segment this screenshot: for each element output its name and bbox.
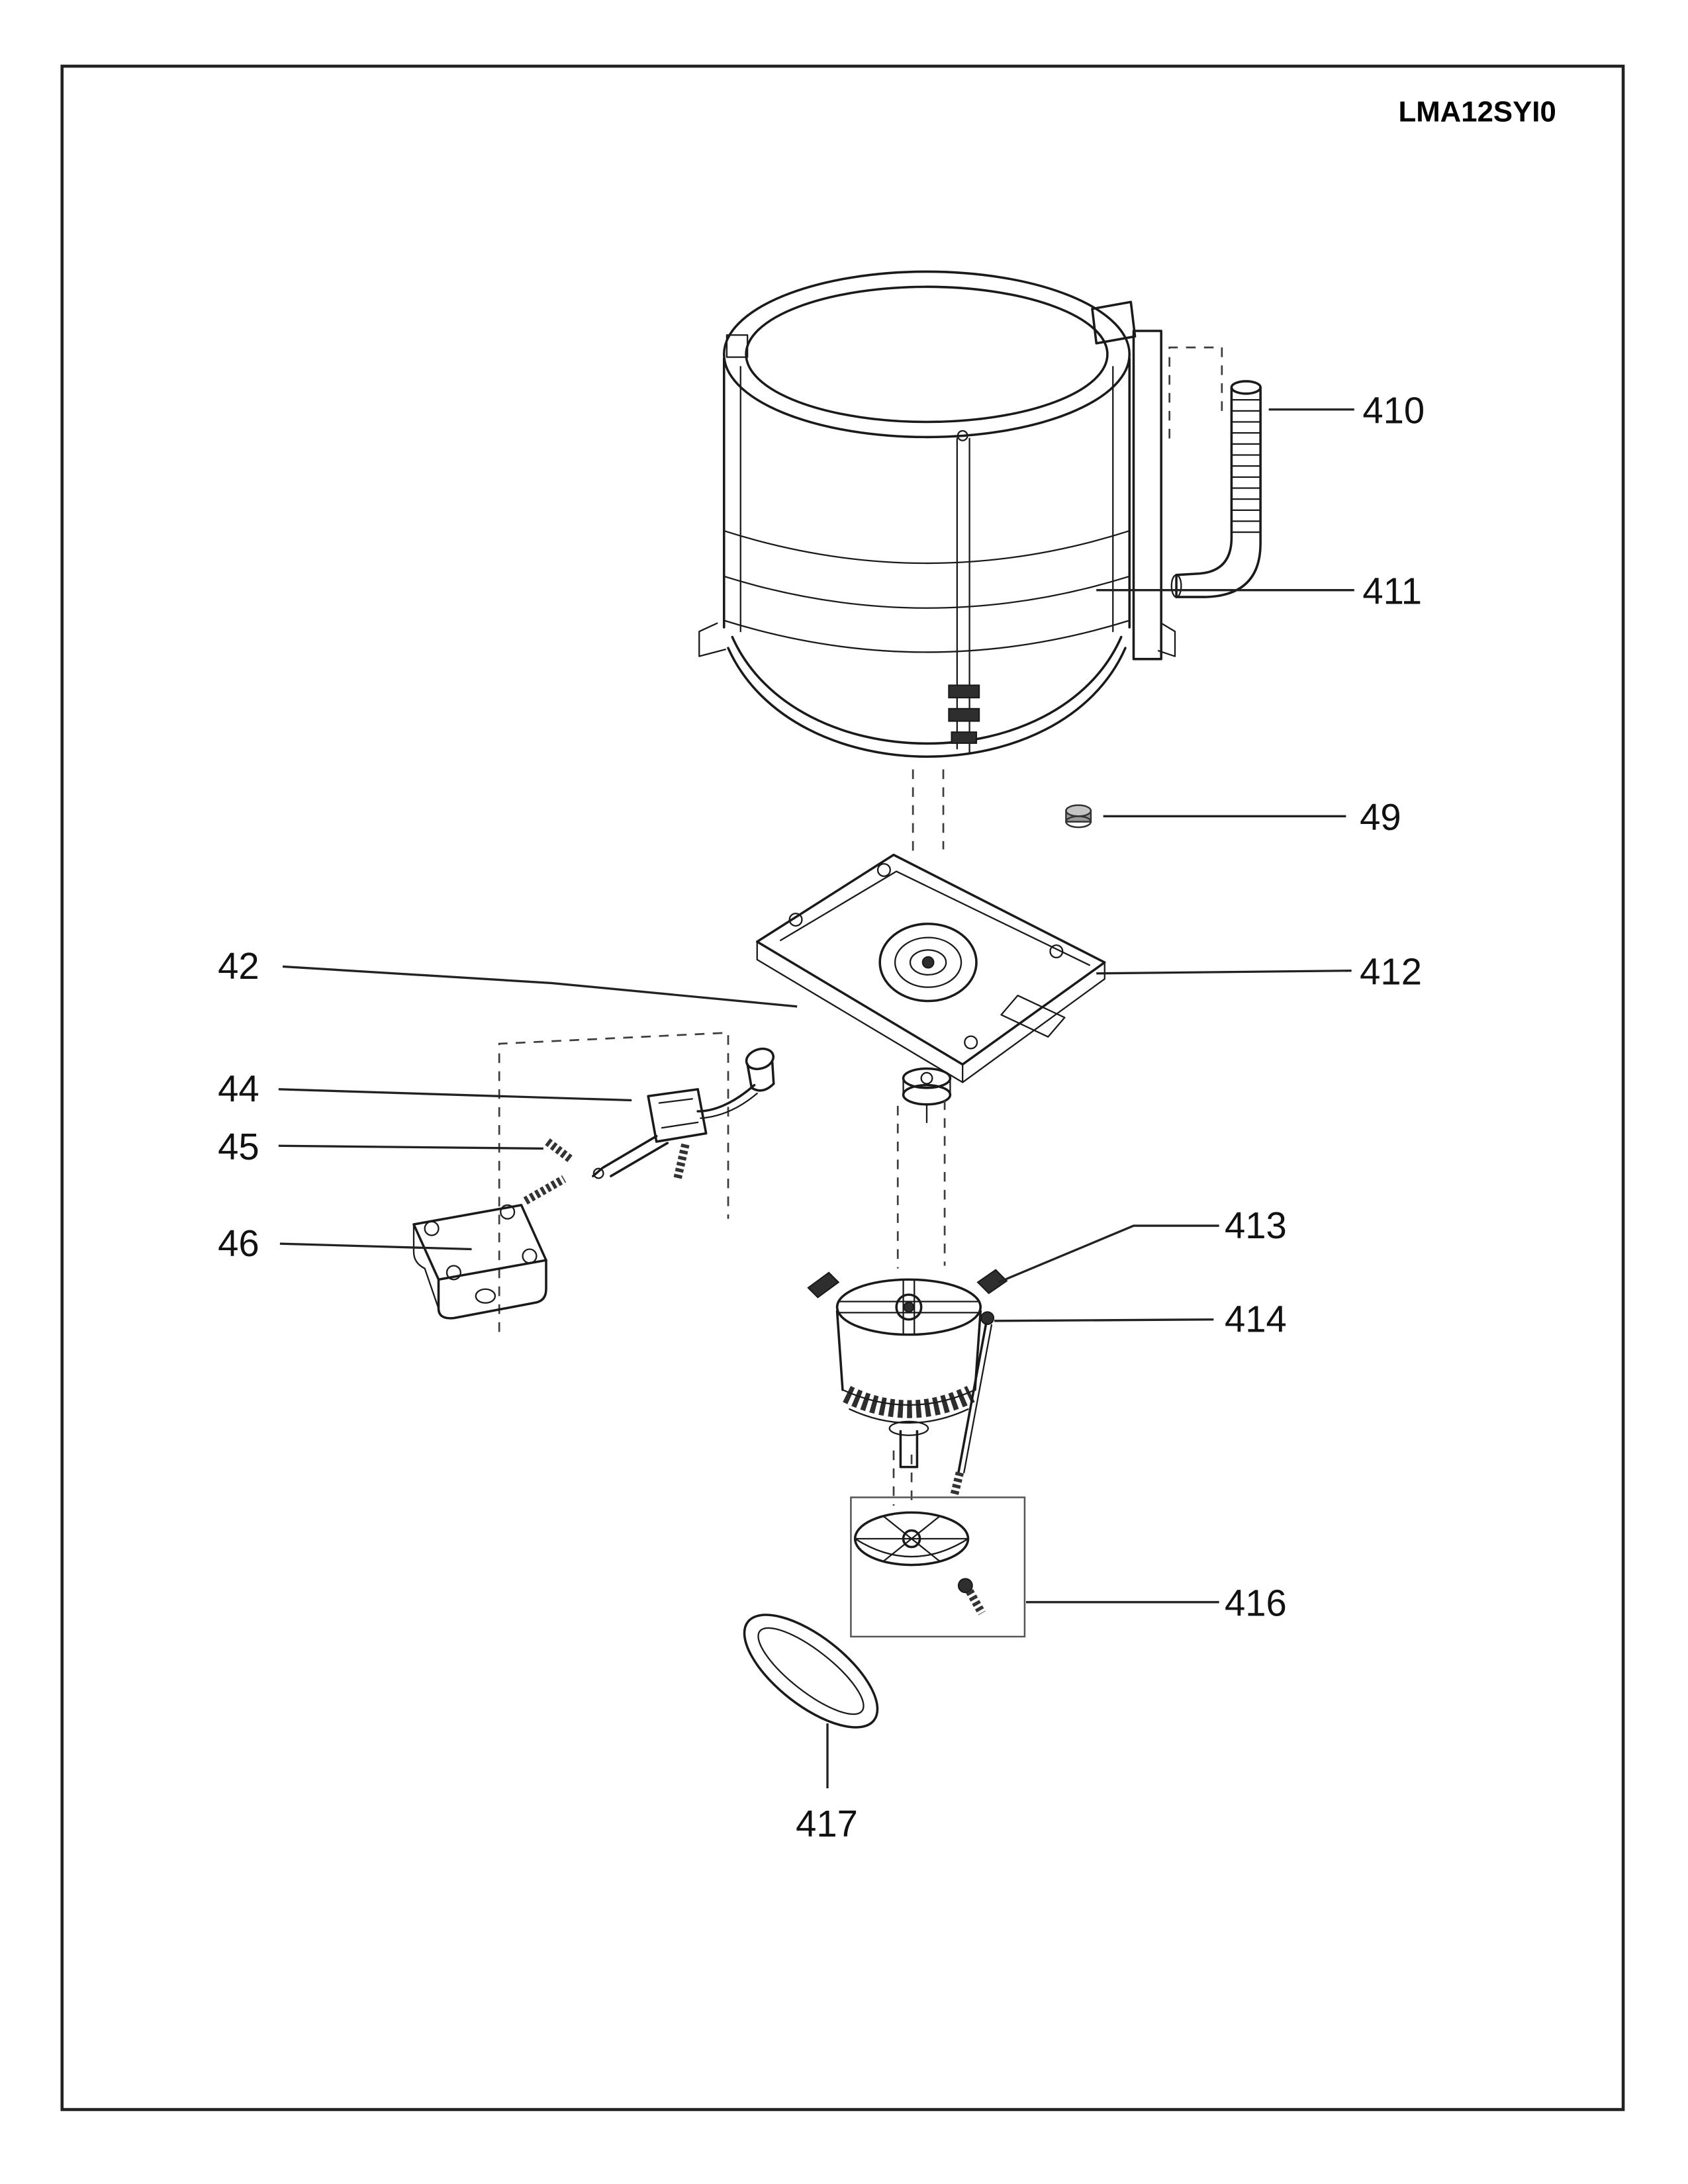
part-label-411: 411 (1362, 570, 1422, 612)
box-screw (522, 1248, 538, 1264)
diagram-border (60, 64, 1625, 2111)
part-label-46: 46 (218, 1222, 259, 1264)
tub-right-tab (1091, 300, 1137, 345)
part-label-44: 44 (218, 1068, 259, 1110)
fan-bolt (957, 1578, 973, 1594)
alignment-guides (498, 769, 946, 1509)
part-label-414: 414 (1225, 1298, 1287, 1340)
tub-left-tab (726, 334, 749, 358)
tub-clamp (948, 684, 980, 699)
gearcase-platform (755, 853, 1106, 1083)
part-label-45: 45 (218, 1126, 259, 1167)
plate-screw (964, 1035, 978, 1050)
spring-pin (545, 1138, 574, 1163)
nut (1065, 804, 1092, 829)
part-label-410: 410 (1362, 390, 1425, 432)
plate-screw (1049, 944, 1064, 959)
part-label-49: 49 (1360, 796, 1401, 838)
part-label-42: 42 (218, 945, 259, 987)
switch-box (412, 1175, 567, 1320)
drive-belt (743, 1614, 879, 1729)
part-label-417: 417 (796, 1803, 858, 1844)
tub-assembly (698, 270, 1176, 758)
motor-clip-right (976, 1269, 1008, 1295)
box-screw (445, 1265, 461, 1281)
lever-assembly (592, 1047, 775, 1181)
fan-pulley-kit (850, 1496, 1026, 1638)
part-label-413: 413 (1225, 1205, 1287, 1246)
tub-clamp (948, 707, 980, 722)
gearcase-pulley (902, 1067, 952, 1123)
switch-spring (523, 1175, 567, 1205)
motor (835, 1278, 982, 1469)
plate-screw (876, 863, 891, 878)
part-label-412: 412 (1360, 951, 1422, 993)
diagram-title: LMA12SYI0 (1399, 95, 1556, 128)
tub-seam-bolt (957, 430, 968, 441)
part-labels: 410 411 49 42 412 44 45 46 413 414 416 4… (218, 390, 1425, 1844)
motor-shaft (899, 1430, 919, 1469)
motor-bolt (950, 1311, 995, 1496)
plate-screw (788, 913, 803, 927)
motor-clip-left (807, 1271, 840, 1298)
tub-right-bracket (1132, 330, 1162, 660)
leader-lines (278, 408, 1354, 1789)
lever-bolt (673, 1143, 690, 1181)
box-screw (424, 1220, 440, 1236)
box-screw (500, 1204, 516, 1220)
part-label-416: 416 (1225, 1582, 1287, 1624)
tub-clamp (951, 731, 978, 744)
drain-hose (1168, 346, 1262, 598)
